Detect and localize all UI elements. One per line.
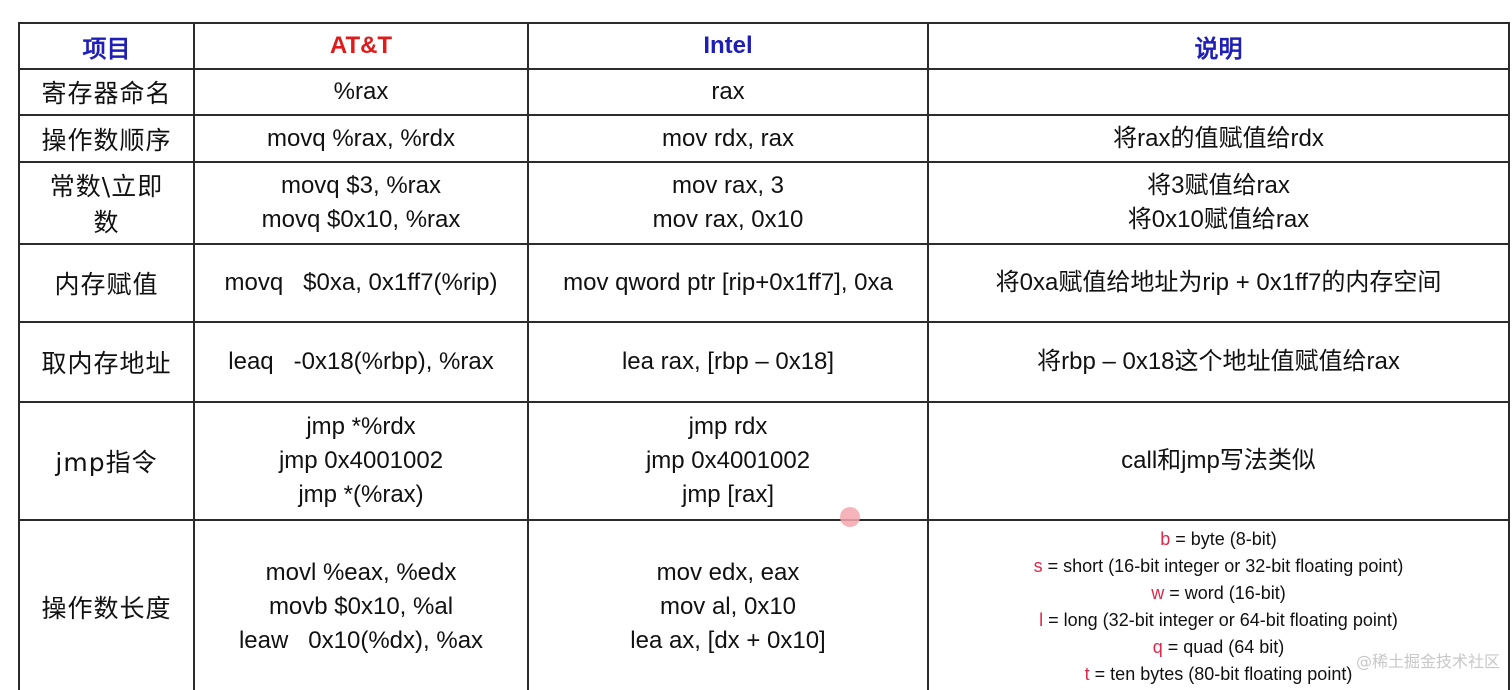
att-line: movq %rax, %rdx [266, 124, 456, 152]
note-cell: 将rbp – 0x18这个地址值赋值给rax [927, 321, 1510, 403]
suffix-item: l = long (32-bit integer or 64-bit float… [933, 607, 1504, 634]
att-cell: movq $0xa, 0x1ff7(%rip) [193, 243, 529, 323]
att-line: movq $0x10, %rax [261, 206, 461, 233]
att-line: %rax [333, 78, 389, 105]
intel-cell: jmp rdx jmp 0x4001002 jmp [rax] [527, 401, 929, 521]
row-label-line: 数 [93, 208, 120, 237]
att-cell: movq %rax, %rdx [193, 114, 529, 163]
suffix-item: b = byte (8-bit) [933, 526, 1504, 553]
row-label: 内存赋值 [18, 243, 195, 323]
row-label: 寄存器命名 [18, 68, 195, 116]
att-line: movq $0xa, 0x1ff7(%rip) [224, 269, 498, 296]
header-item: 项目 [18, 22, 195, 70]
intel-line: jmp 0x4001002 [645, 447, 811, 474]
note-cell: 将rax的值赋值给rdx [927, 114, 1510, 163]
row-label: 操作数顺序 [18, 114, 195, 163]
intel-cell: mov edx, eax mov al, 0x10 lea ax, [dx + … [527, 519, 929, 690]
intel-cell: mov rdx, rax [527, 114, 929, 163]
intel-line: mov rax, 3 [671, 172, 785, 199]
table-row: jmp指令 jmp *%rdx jmp 0x4001002 jmp *(%rax… [18, 401, 1510, 521]
suffix-key: w [1151, 583, 1165, 603]
intel-line: rax [711, 78, 745, 105]
table-row: 操作数长度 movl %eax, %edx movb $0x10, %al le… [18, 519, 1510, 690]
suffix-key: t [1084, 664, 1090, 684]
table-row: 操作数顺序 movq %rax, %rdx mov rdx, rax 将rax的… [18, 114, 1510, 163]
note-line: 将3赋值给rax [1147, 172, 1290, 199]
table-row: 内存赋值 movq $0xa, 0x1ff7(%rip) mov qword p… [18, 243, 1510, 323]
row-label: 操作数长度 [18, 519, 195, 690]
note-cell [927, 68, 1510, 116]
row-label: 常数\立即 数 [18, 161, 195, 245]
intel-cell: mov rax, 3 mov rax, 0x10 [527, 161, 929, 245]
intel-line: jmp rdx [688, 413, 768, 440]
suffix-key: q [1152, 637, 1163, 657]
suffix-desc: = long (32-bit integer or 64-bit floatin… [1043, 610, 1398, 630]
suffix-item: w = word (16-bit) [933, 580, 1504, 607]
att-cell: leaq -0x18(%rbp), %rax [193, 321, 529, 403]
suffix-key: b [1160, 529, 1171, 549]
att-line: movb $0x10, %al [268, 593, 454, 620]
pointer-highlight-dot [840, 507, 860, 527]
row-label: jmp指令 [18, 401, 195, 521]
suffix-desc: = short (16-bit integer or 32-bit floati… [1042, 556, 1404, 576]
att-line: jmp 0x4001002 [278, 447, 444, 474]
table-row: 取内存地址 leaq -0x18(%rbp), %rax lea rax, [r… [18, 321, 1510, 403]
att-intel-comparison-table: 项目 AT&T Intel 说明 寄存器命名 %rax rax [18, 22, 1510, 690]
suffix-desc: = quad (64 bit) [1162, 637, 1285, 657]
watermark: @稀土掘金技术社区 [1355, 652, 1500, 671]
intel-line: mov rdx, rax [661, 124, 795, 152]
att-line: movq $3, %rax [280, 172, 442, 199]
suffix-item: t = ten bytes (80-bit floating point) [933, 661, 1504, 688]
comparison-table-frame: 项目 AT&T Intel 说明 寄存器命名 %rax rax [18, 22, 1510, 690]
intel-cell: lea rax, [rbp – 0x18] [527, 321, 929, 403]
table-row: 寄存器命名 %rax rax [18, 68, 1510, 116]
suffix-key: l [1039, 610, 1044, 630]
att-line: leaq -0x18(%rbp), %rax [228, 348, 494, 375]
att-cell: movl %eax, %edx movb $0x10, %al leaw 0x1… [193, 519, 529, 690]
intel-line: lea ax, [dx + 0x10] [630, 627, 826, 654]
att-cell: jmp *%rdx jmp 0x4001002 jmp *(%rax) [193, 401, 529, 521]
intel-line: lea rax, [rbp – 0x18] [621, 348, 835, 375]
note-line: call和jmp写法类似 [1121, 447, 1316, 474]
intel-line: mov al, 0x10 [659, 593, 797, 620]
intel-line: mov rax, 0x10 [652, 206, 804, 233]
intel-line: jmp [rax] [681, 481, 774, 508]
note-cell: 将3赋值给rax 将0x10赋值给rax [927, 161, 1510, 245]
intel-line: mov qword ptr [rip+0x1ff7], 0xa [563, 269, 893, 296]
suffix-key: s [1033, 556, 1043, 576]
header-note: 说明 [927, 22, 1510, 70]
note-line: 将rax的值赋值给rdx [1113, 124, 1324, 152]
att-cell: %rax [193, 68, 529, 116]
suffix-desc: = word (16-bit) [1164, 583, 1286, 603]
suffix-desc: = ten bytes (80-bit floating point) [1089, 664, 1353, 684]
intel-line: mov edx, eax [656, 559, 800, 586]
note-line: 将0xa赋值给地址为rip + 0x1ff7的内存空间 [995, 269, 1442, 296]
intel-cell: mov qword ptr [rip+0x1ff7], 0xa [527, 243, 929, 323]
suffix-list-cell: b = byte (8-bit) s = short (16-bit integ… [927, 519, 1510, 690]
suffix-desc: = byte (8-bit) [1170, 529, 1277, 549]
intel-cell: rax [527, 68, 929, 116]
header-intel: Intel [527, 22, 929, 70]
att-line: leaw 0x10(%dx), %ax [238, 627, 484, 654]
att-line: jmp *%rdx [306, 413, 416, 440]
note-line: 将0x10赋值给rax [1127, 206, 1310, 233]
att-line: jmp *(%rax) [298, 481, 424, 508]
att-line: movl %eax, %edx [265, 559, 457, 586]
row-label: 取内存地址 [18, 321, 195, 403]
att-cell: movq $3, %rax movq $0x10, %rax [193, 161, 529, 245]
suffix-item: q = quad (64 bit) [933, 634, 1504, 661]
table-header-row: 项目 AT&T Intel 说明 [18, 22, 1510, 70]
row-label-line: 常数\立即 [49, 172, 164, 201]
suffix-item: s = short (16-bit integer or 32-bit floa… [933, 553, 1504, 580]
table-row: 常数\立即 数 movq $3, %rax movq $0x10, %rax m… [18, 161, 1510, 245]
header-att: AT&T [193, 22, 529, 70]
note-cell: 将0xa赋值给地址为rip + 0x1ff7的内存空间 [927, 243, 1510, 323]
note-cell: call和jmp写法类似 [927, 401, 1510, 521]
note-line: 将rbp – 0x18这个地址值赋值给rax [1037, 348, 1400, 375]
